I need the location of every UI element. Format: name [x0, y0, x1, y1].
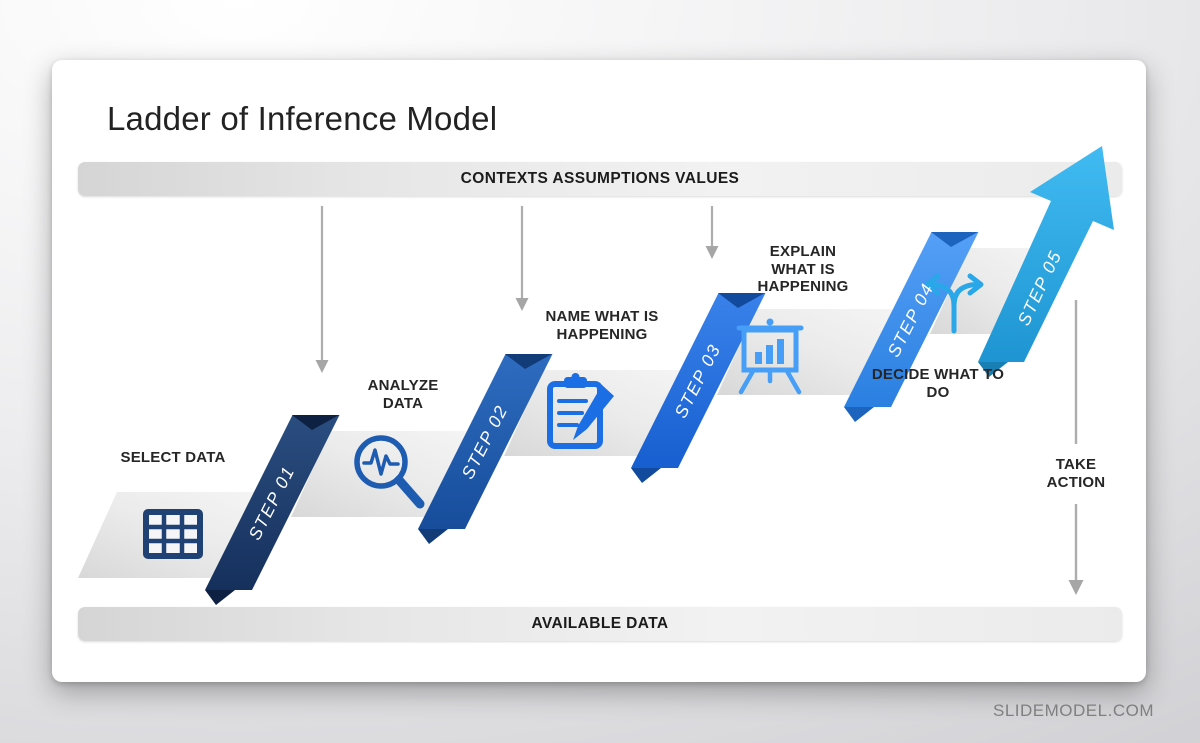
branch-arrows-icon	[924, 273, 984, 334]
guidance-arrow-2	[515, 206, 529, 311]
table-grid-icon	[143, 509, 203, 559]
guidance-arrow-1	[315, 206, 329, 373]
step-4-label: EXPLAIN WHAT IS HAPPENING	[757, 243, 849, 296]
take-action-label: TAKE ACTION	[1046, 456, 1106, 491]
presentation-chart-icon	[736, 318, 804, 395]
bottom-banner: AVAILABLE DATA	[78, 607, 1122, 641]
watermark: SLIDEMODEL.COM	[993, 701, 1154, 720]
magnifier-pulse-icon	[354, 435, 425, 509]
top-banner: CONTEXTS ASSUMPTIONS VALUES	[78, 162, 1122, 196]
step-2-ribbon	[418, 354, 553, 544]
bottom-banner-label: AVAILABLE DATA	[531, 615, 669, 632]
step-5-label: DECIDE WHAT TO DO	[871, 366, 1005, 401]
step-4-ribbon	[844, 232, 979, 422]
guidance-arrow-3	[705, 206, 719, 259]
slide-title: Ladder of Inference Model	[107, 100, 498, 137]
top-banner-label: CONTEXTS ASSUMPTIONS VALUES	[460, 170, 740, 187]
step-2-label: ANALYZE DATA	[367, 377, 439, 412]
clipboard-pencil-icon	[547, 373, 614, 449]
step-1-ribbon	[205, 415, 340, 605]
step-3-label: NAME WHAT IS HAPPENING	[545, 308, 659, 343]
take-action-arrow	[1068, 300, 1084, 595]
step-5-arrow-ribbon	[978, 146, 1114, 377]
step-1-label: SELECT DATA	[120, 449, 226, 466]
step-3-ribbon	[631, 293, 766, 483]
